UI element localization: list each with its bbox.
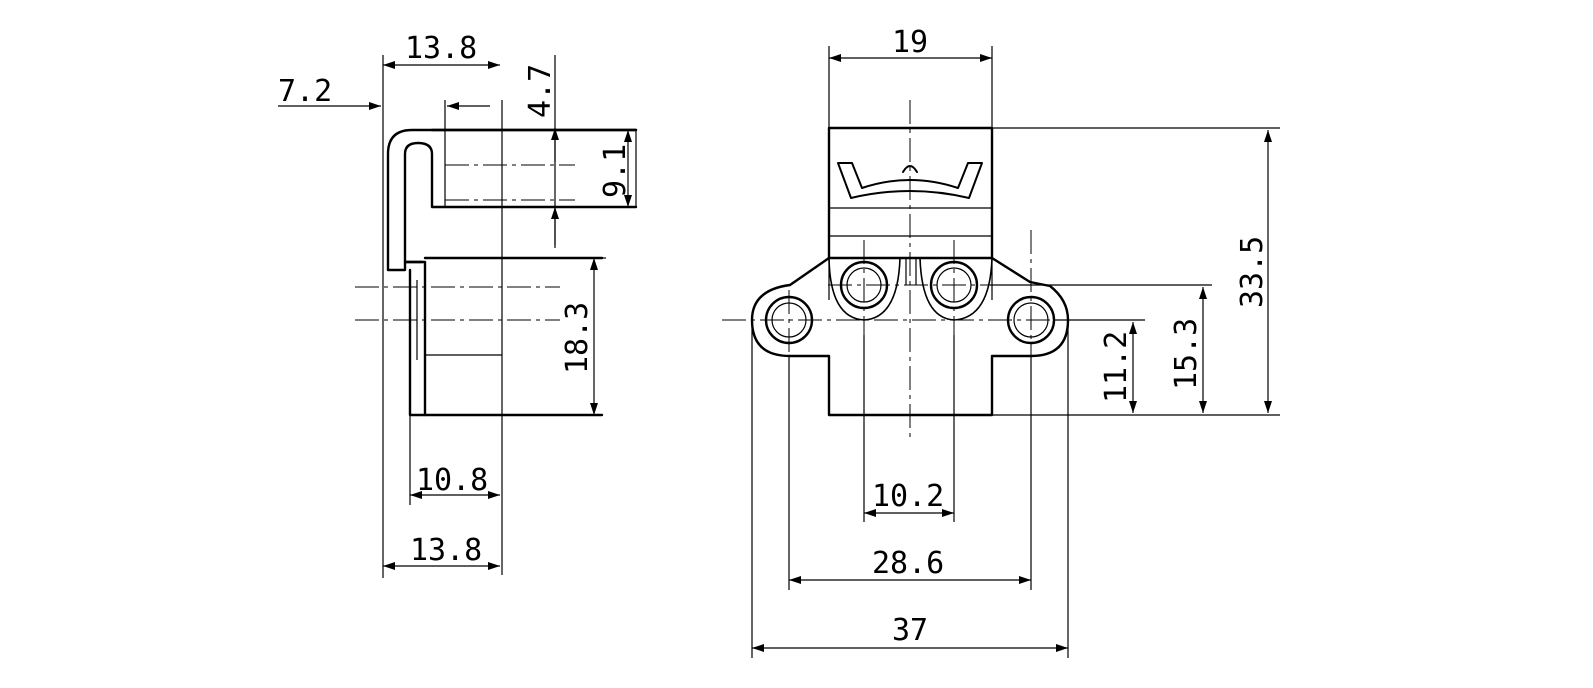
dim-side-inner-width: 10.8	[416, 463, 488, 498]
front-view-top-block	[827, 126, 994, 260]
front-view-body	[750, 256, 1070, 417]
wing-symbol-icon	[837, 162, 983, 199]
side-view-hook-inner	[403, 141, 638, 264]
dim-side-bottom-width: 13.8	[410, 533, 482, 568]
dim-front-hole-height-outer: 11.2	[1099, 331, 1134, 403]
wing-symbol-nub-icon	[902, 165, 918, 173]
dim-front-top-width: 19	[892, 25, 928, 60]
side-view-hook-outline	[386, 128, 638, 417]
dim-side-top-width: 13.8	[405, 31, 477, 66]
side-view: 13.8 7.2 4.7 9.1 18.3 10.8 13.8	[278, 31, 638, 578]
dim-side-offset-left: 7.2	[278, 74, 332, 109]
dim-side-slot-height: 4.7	[523, 64, 558, 118]
side-view-body	[423, 256, 604, 417]
front-view: 19 33.5 15.3 11.2 10.2 28.6 37	[722, 25, 1280, 658]
dim-front-outer-hole-spacing: 28.6	[872, 546, 944, 581]
dim-front-hole-height-inner: 15.3	[1169, 318, 1204, 390]
dim-front-overall-width: 37	[892, 613, 928, 648]
dim-side-hook-height: 9.1	[598, 144, 633, 198]
dim-front-inner-hole-spacing: 10.2	[872, 479, 944, 514]
dim-front-overall-height: 33.5	[1235, 236, 1270, 308]
dim-side-body-height: 18.3	[560, 302, 595, 374]
